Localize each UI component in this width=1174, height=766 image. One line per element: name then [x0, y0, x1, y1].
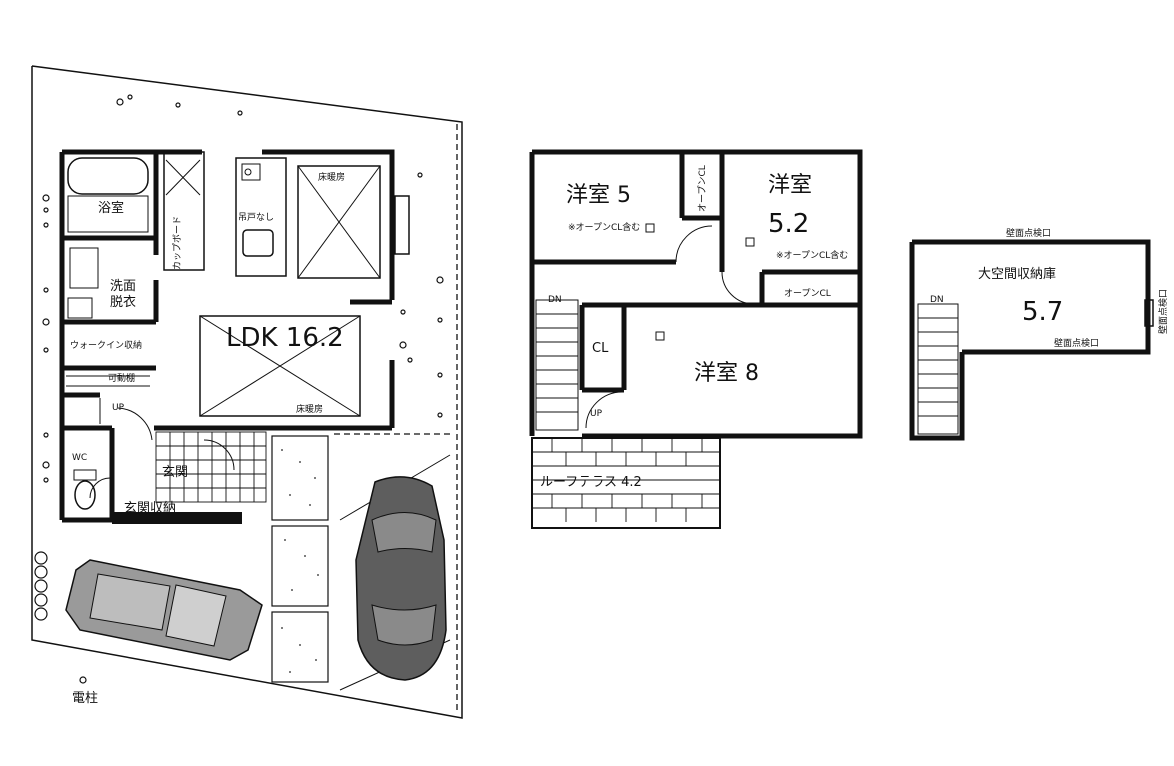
car-left [65, 559, 263, 661]
wc-label: WC [72, 453, 87, 463]
floor3-dn-label: DN [930, 295, 944, 305]
utility-pole-label: 電柱 [72, 691, 98, 706]
floor2-plan: 洋室 5 ※オープンCL含む 洋室 5.2 ※オープンCL含む オープンCL オ… [529, 149, 863, 529]
cupboard-label: カップボード [172, 216, 183, 270]
bath-label: 浴室 [98, 200, 124, 216]
up-label-1: UP [112, 403, 125, 413]
floor2-dn-label: DN [548, 295, 562, 305]
roof-terrace [531, 437, 721, 529]
skylight-label-1: 床暖房 [318, 171, 345, 183]
walkin-label: ウォークイン収納 [70, 339, 142, 351]
no-door-label: 吊戸なし [238, 212, 274, 223]
inspection-right-label: 壁面点検口 [1157, 289, 1169, 334]
floor2-up-label: UP [590, 409, 603, 419]
car-right [355, 476, 447, 681]
skylight-label-2: 床暖房 [296, 403, 323, 415]
floor3-stairs [917, 303, 959, 435]
room-b-note: ※オープンCL含む [776, 249, 848, 261]
site-boundary [31, 65, 463, 719]
entrance-label: 玄関 [162, 465, 188, 480]
paving-strips [271, 435, 329, 683]
room-b-size: 5.2 [768, 209, 809, 239]
floor2-stairs [535, 299, 579, 431]
room-b-label: 洋室 [768, 173, 812, 198]
ldk-label: LDK 16.2 [226, 323, 344, 353]
room-a-label: 洋室 5 [566, 183, 631, 208]
site-fixtures [34, 94, 444, 684]
storage-size: 5.7 [1022, 297, 1063, 327]
floor3-plan: 大空間収納庫 5.7 DN 壁面点検口 壁面点検口 壁面点検口 [909, 227, 1169, 441]
closet-label: CL [592, 341, 609, 356]
inspection-top-label: 壁面点検口 [1006, 227, 1051, 239]
washroom-label-2: 脱衣 [110, 294, 136, 310]
storage-label: 大空間収納庫 [978, 267, 1056, 282]
entrance-tiles [155, 431, 267, 503]
open-cl-label: オープンCL [784, 288, 831, 299]
terrace-label: ルーフテラス 4.2 [540, 475, 642, 490]
inspection-bottom-label: 壁面点検口 [1054, 337, 1099, 349]
open-cl-vertical-label: オープンCL [697, 165, 708, 212]
room-a-note: ※オープンCL含む [568, 221, 640, 233]
room-c-label: 洋室 8 [694, 361, 759, 386]
floor1-plan: LDK 16.2 浴室 洗面 脱衣 ウォークイン収納 可動棚 WC 玄関 玄関収… [31, 65, 463, 719]
washroom-label-1: 洗面 [110, 279, 136, 294]
entrance-storage-label: 玄関収納 [124, 501, 176, 516]
shelf-label: 可動棚 [108, 372, 135, 384]
